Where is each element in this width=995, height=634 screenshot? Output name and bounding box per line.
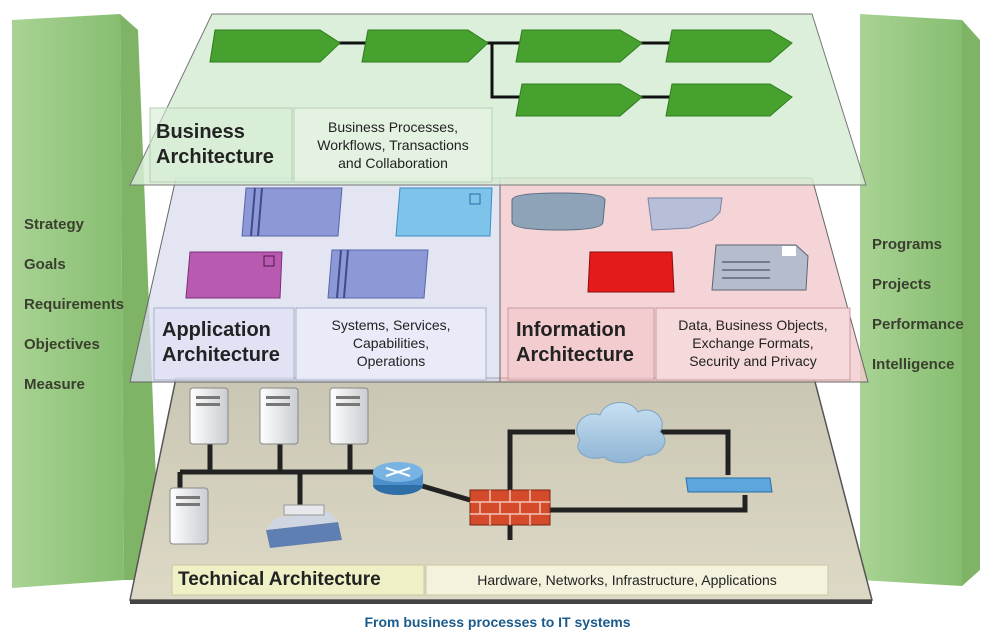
process-step-arrow	[209, 29, 341, 63]
service-component-icon	[395, 187, 493, 237]
information-title-box	[507, 307, 655, 381]
application-architecture-title: Application Architecture	[162, 319, 280, 366]
business-architecture-title: Business Architecture	[156, 121, 274, 168]
application-architecture-desc: Systems, Services, Capabilities, Operati…	[331, 317, 451, 369]
router-icon	[373, 462, 423, 495]
projects-label: Projects	[872, 276, 932, 293]
process-step-arrow	[361, 29, 489, 63]
technical-architecture-desc: Hardware, Networks, Infrastructure, Appl…	[477, 572, 777, 588]
service-component-icon	[185, 251, 283, 299]
service-component-icon	[241, 187, 343, 237]
firewall-icon	[469, 489, 551, 526]
process-step-arrow	[665, 29, 793, 63]
cloud-icon	[576, 402, 666, 464]
information-architecture-title: Information Architecture	[516, 319, 634, 366]
process-step-arrow	[515, 29, 643, 63]
business-title-box	[149, 107, 293, 183]
diagram-caption: From business processes to IT systems	[364, 614, 631, 630]
left-pillar	[12, 14, 160, 588]
measure-label: Measure	[24, 376, 85, 393]
programs-label: Programs	[872, 236, 943, 253]
server-icon	[169, 487, 209, 545]
application-desc-box	[295, 307, 487, 381]
right-pillar	[860, 14, 980, 586]
server-icon	[259, 387, 299, 445]
technical-title-box	[171, 564, 425, 596]
document-icon	[711, 244, 809, 291]
database-icon	[511, 192, 606, 231]
network-lines	[177, 429, 748, 540]
server-icon	[329, 387, 369, 445]
information-desc-box	[655, 307, 851, 381]
printer-icon	[266, 504, 342, 548]
requirements-label: Requirements	[24, 296, 125, 313]
data-object-icon	[587, 251, 675, 293]
objectives-label: Objectives	[24, 336, 100, 353]
business-desc-box	[293, 107, 493, 183]
process-step-arrow	[515, 83, 643, 117]
technical-architecture-title: Technical Architecture	[178, 569, 381, 590]
strategy-label: Strategy	[24, 216, 85, 233]
information-architecture-desc: Data, Business Objects, Exchange Formats…	[678, 317, 828, 369]
service-component-icon	[327, 249, 429, 299]
process-step-arrow	[665, 83, 793, 117]
message-icon	[647, 197, 723, 231]
application-title-box	[153, 307, 295, 381]
switch-icon	[685, 477, 773, 493]
server-icon	[189, 387, 229, 445]
technical-desc-box	[425, 564, 829, 596]
goals-label: Goals	[24, 256, 66, 273]
intelligence-label: Intelligence	[872, 356, 955, 373]
performance-label: Performance	[872, 316, 964, 333]
business-architecture-desc: Business Processes, Workflows, Transacti…	[317, 119, 469, 171]
